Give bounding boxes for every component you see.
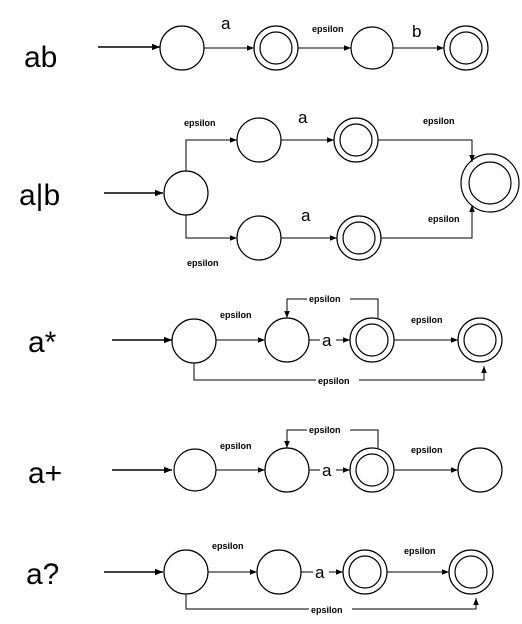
transition-label-epsilon: epsilon (318, 376, 350, 386)
regex-label-a-or-b: a|b (19, 179, 60, 212)
transition-label-epsilon: epsilon (212, 541, 244, 551)
accepting-state (349, 317, 395, 363)
diagram-a-plus: a+ epsilon a epsilon epsilon (28, 424, 503, 493)
diagram-ab: ab a epsilon b (24, 14, 489, 74)
state (350, 26, 394, 70)
state (173, 448, 217, 492)
accepting-state (333, 117, 379, 163)
accepting-state (443, 25, 489, 71)
state (171, 318, 217, 364)
accepting-state (336, 215, 382, 261)
diagram-a-optional: a? epsilon a epsilon epsilon (26, 541, 494, 615)
transition-label-a: a (315, 563, 325, 582)
transition-label-b: b (412, 22, 421, 41)
diagram-a-or-b: a|b epsilon epsilon a a epsilon epsilon (19, 108, 520, 268)
transition-label-epsilon: epsilon (309, 294, 341, 304)
label-background (307, 424, 350, 435)
state (159, 25, 205, 71)
diagram-a-star: a* epsilon a epsilon epsilon epsilon (28, 293, 503, 386)
state (457, 447, 503, 493)
regex-label-a-star: a* (28, 326, 57, 359)
accepting-state (342, 549, 388, 595)
transition-label-epsilon: epsilon (423, 116, 455, 126)
transition-label-epsilon: epsilon (220, 310, 252, 320)
accepting-state (460, 153, 520, 213)
regex-label-ab: ab (24, 41, 57, 74)
transition-label-epsilon: epsilon (311, 605, 343, 615)
transition-label-a: a (322, 331, 332, 350)
transition-label-a: a (322, 461, 332, 480)
regex-label-a-optional: a? (26, 558, 59, 591)
transition-label-epsilon: epsilon (187, 258, 219, 268)
transition-label-epsilon: epsilon (309, 425, 341, 435)
accepting-state (457, 317, 503, 363)
state (236, 117, 282, 163)
transition-label-epsilon: epsilon (411, 445, 443, 455)
transition-arrow (381, 205, 475, 239)
regex-label-a-plus: a+ (28, 457, 62, 490)
state (256, 549, 302, 595)
label-background (307, 293, 350, 304)
state (264, 317, 310, 363)
accepting-state (253, 25, 299, 71)
accepting-state (448, 549, 494, 595)
accepting-state (349, 447, 395, 493)
transition-label-epsilon: epsilon (428, 214, 460, 224)
transition-label-a: a (301, 206, 311, 225)
state (236, 215, 282, 261)
state (163, 170, 209, 216)
state (163, 549, 209, 595)
transition-label-epsilon: epsilon (312, 24, 344, 34)
label-background (309, 604, 352, 615)
transition-arrow (378, 139, 475, 162)
transition-label-epsilon: epsilon (411, 315, 443, 325)
transition-label-epsilon: epsilon (184, 118, 216, 128)
transition-label-a: a (221, 14, 231, 33)
transition-label-epsilon: epsilon (404, 546, 436, 556)
transition-arrow (185, 137, 237, 171)
label-background (316, 375, 359, 386)
transition-arrow (185, 215, 237, 241)
transition-label-a: a (298, 108, 308, 127)
state (264, 447, 310, 493)
transition-label-epsilon: epsilon (220, 441, 252, 451)
